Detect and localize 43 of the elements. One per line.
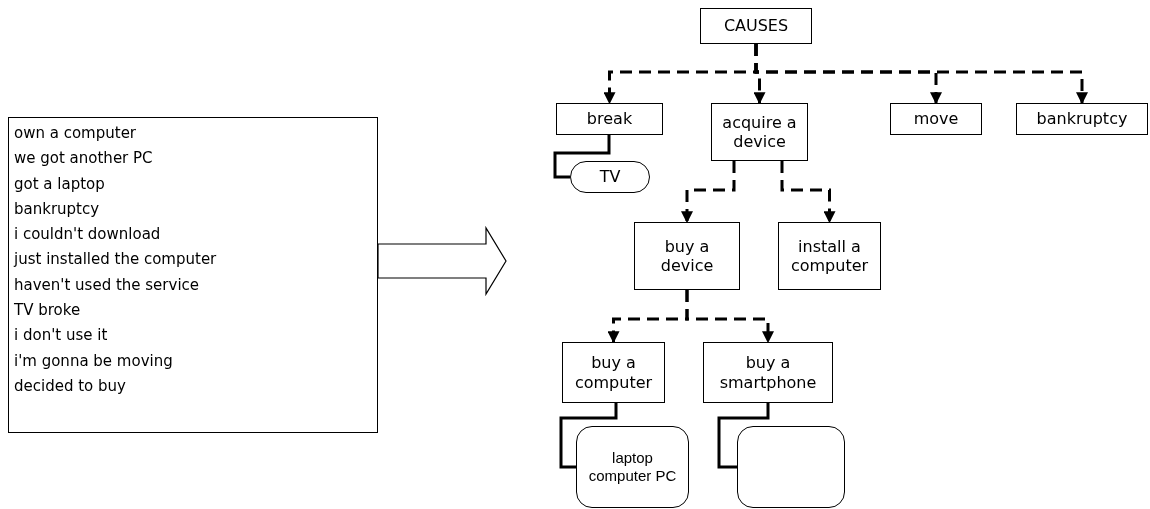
list-item: i don't use it [14,325,109,347]
cause-box [778,222,881,290]
node-label: install a computer [789,236,870,276]
connector [717,403,770,469]
cause-box [703,342,833,403]
list-item: i'm gonna be moving [14,350,174,372]
cause-box [634,222,740,290]
connector [681,161,736,224]
connector [553,135,611,179]
list-item: i couldn't download [14,224,162,246]
node-label: buy a device [659,236,715,276]
node-label: CAUSES [722,16,790,36]
list-item: decided to buy [14,375,127,397]
block-arrow [377,225,507,297]
connector [780,161,836,224]
example-pill [570,161,650,193]
list-item: haven't used the service [14,274,201,296]
connector [685,290,774,344]
list-item: TV broke [14,300,82,322]
node-label: buy a smartphone [718,353,818,392]
node-label: bankruptcy [1035,109,1129,129]
root-box [700,8,812,44]
connector [754,44,1088,105]
list-item: bankruptcy [14,198,101,220]
cause-box [562,342,665,403]
node-label: move [912,109,960,129]
cause-box [556,103,663,135]
node-label: TV [598,167,622,187]
node-label: buy a computer [573,353,654,392]
list-item: own a computer [14,123,138,144]
cause-box [1016,103,1148,135]
list-item: just installed the computer [14,249,218,271]
connector [559,403,618,469]
list-item: we got another PC [14,148,154,170]
example-box [576,426,689,508]
node-label: laptop computer PC [587,449,678,485]
example-box [737,426,845,508]
list-item: got a laptop [14,173,106,195]
cause-box [711,103,808,161]
text-list-box [8,117,378,433]
node-label: acquire a device [721,112,798,152]
node-label: break [585,109,634,129]
cause-box [890,103,982,135]
